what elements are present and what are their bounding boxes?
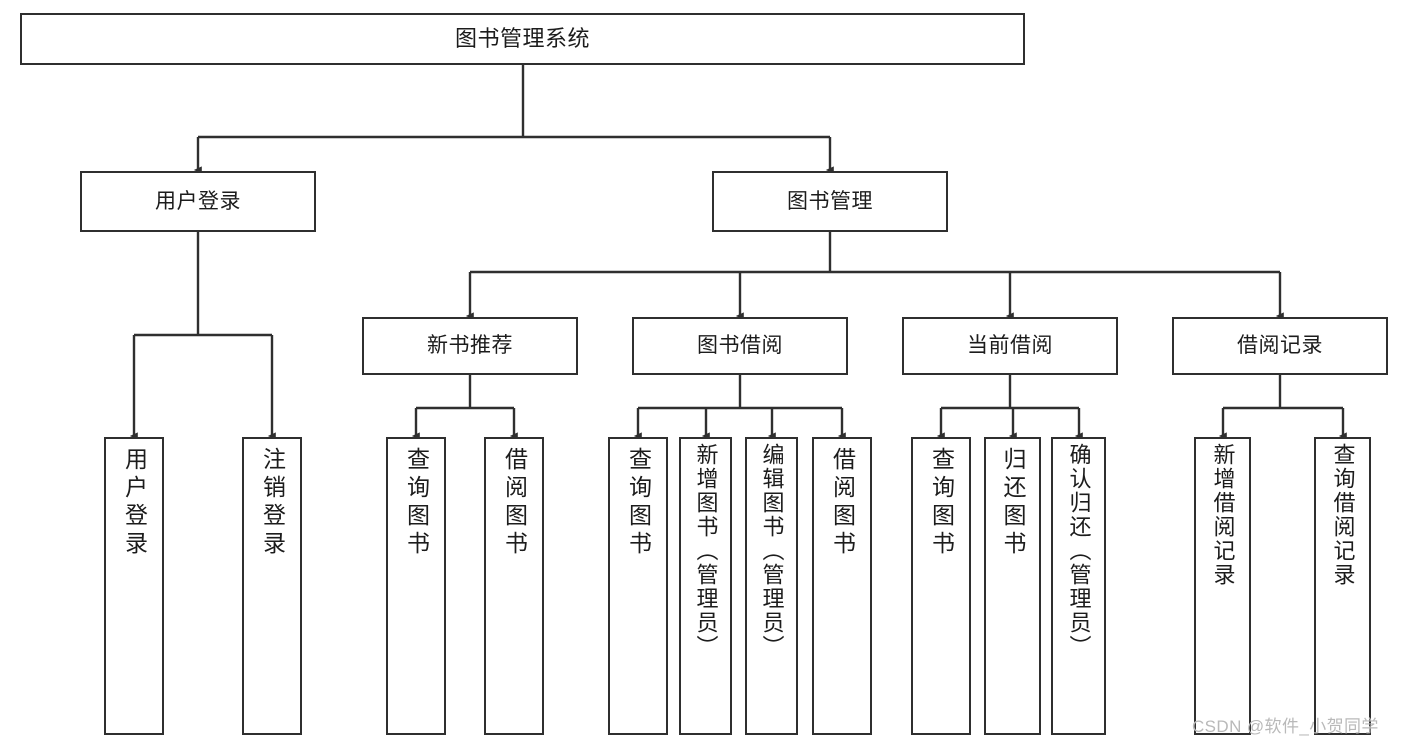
node-book-manage[interactable]: 图书管理 xyxy=(712,171,948,232)
node-label: 图书管理 xyxy=(787,189,873,213)
node-leaf-confirm-return[interactable]: 确认归还（管理员） xyxy=(1051,437,1106,735)
node-leaf-add-book[interactable]: 新增图书（管理员） xyxy=(679,437,732,735)
node-label: 新书推荐 xyxy=(427,334,513,358)
node-borrow-record[interactable]: 借阅记录 xyxy=(1172,317,1388,375)
node-label: 借阅图书 xyxy=(501,447,528,559)
node-leaf-return-book[interactable]: 归还图书 xyxy=(984,437,1041,735)
node-label: 借阅图书 xyxy=(829,447,856,559)
node-leaf-query-record[interactable]: 查询借阅记录 xyxy=(1314,437,1371,735)
node-leaf-user-login[interactable]: 用户登录 xyxy=(104,437,164,735)
node-leaf-query-book-3[interactable]: 查询图书 xyxy=(911,437,971,735)
node-current-borrow[interactable]: 当前借阅 xyxy=(902,317,1118,375)
node-label: 图书管理系统 xyxy=(454,25,590,51)
node-leaf-borrow-book-2[interactable]: 借阅图书 xyxy=(812,437,872,735)
node-label: 用户登录 xyxy=(121,447,148,559)
node-label: 确认归还（管理员） xyxy=(1066,443,1092,659)
node-label: 查询借阅记录 xyxy=(1330,443,1356,587)
node-leaf-user-logout[interactable]: 注销登录 xyxy=(242,437,302,735)
node-leaf-edit-book[interactable]: 编辑图书（管理员） xyxy=(745,437,798,735)
node-label: 归还图书 xyxy=(1000,447,1026,559)
node-label: 新增图书（管理员） xyxy=(693,443,719,659)
node-book-borrow[interactable]: 图书借阅 xyxy=(632,317,848,375)
node-label: 查询图书 xyxy=(625,447,652,559)
node-label: 借阅记录 xyxy=(1237,334,1323,358)
node-new-book-rec[interactable]: 新书推荐 xyxy=(362,317,578,375)
node-leaf-add-record[interactable]: 新增借阅记录 xyxy=(1194,437,1251,735)
node-user-login[interactable]: 用户登录 xyxy=(80,171,316,232)
node-label: 图书借阅 xyxy=(697,334,783,358)
node-root[interactable]: 图书管理系统 xyxy=(20,13,1025,65)
csdn-watermark: CSDN @软件_小贺同学 xyxy=(1192,717,1379,736)
node-label: 注销登录 xyxy=(259,447,286,559)
node-leaf-query-book-2[interactable]: 查询图书 xyxy=(608,437,668,735)
node-label: 用户登录 xyxy=(155,189,241,213)
node-label: 当前借阅 xyxy=(967,334,1053,358)
node-label: 新增借阅记录 xyxy=(1210,443,1236,587)
node-label: 查询图书 xyxy=(403,447,430,559)
node-label: 编辑图书（管理员） xyxy=(759,443,785,659)
node-leaf-borrow-book-1[interactable]: 借阅图书 xyxy=(484,437,544,735)
node-leaf-query-book-1[interactable]: 查询图书 xyxy=(386,437,446,735)
node-label: 查询图书 xyxy=(928,447,955,559)
